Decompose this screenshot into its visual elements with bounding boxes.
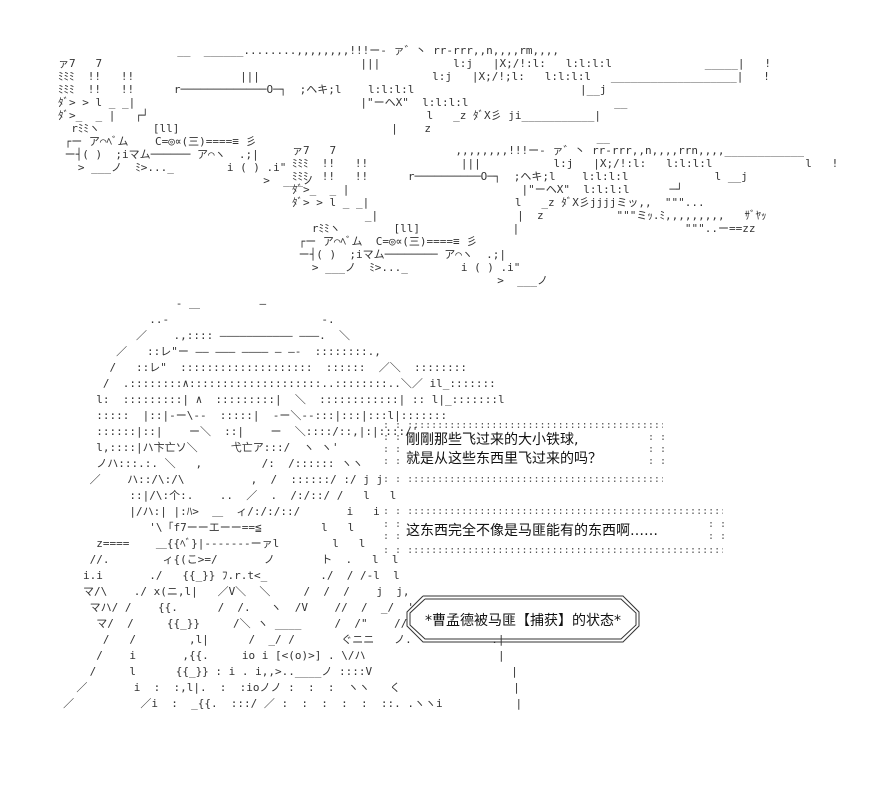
speech-bubble-dotted-border-top: : : ::::::::::::::::::::::::::::::::::::… [383, 420, 663, 431]
dialogue-line-1: 剛剛那些飞过来的大小铁球, [406, 432, 579, 448]
ascii-art-figure: ‐ ＿ ― ..‐ ‐. ／ .,:::: ――――――――――― ―――. ＼… [63, 297, 523, 710]
speech-bubble-2-dotted-border-left: : : : : [383, 519, 402, 542]
speech-bubble-dotted-border-left: : : : : : : [383, 432, 402, 467]
caption-text: *曹孟德被马匪【捕获】的状态* [425, 613, 621, 629]
caption-box: *曹孟德被马匪【捕获】的状态* [405, 594, 641, 644]
speech-bubble-2-dotted-border-right: : : : : [708, 519, 727, 542]
speech-bubble-2-dotted-border-bottom: : : ::::::::::::::::::::::::::::::::::::… [383, 545, 723, 556]
dialogue-line-3: 这东西完全不像是马匪能有的东西啊…… [406, 523, 658, 539]
speech-bubble-dotted-border-right: : : : : : : [648, 432, 667, 467]
speech-bubble-dotted-border-bottom: : : ::::::::::::::::::::::::::::::::::::… [383, 474, 663, 485]
ascii-art-tank-front: __ ______........,,,,,,,,!!!ー- ァ゛丶 rr-rr… [58, 44, 771, 187]
caption-frame [406, 595, 640, 643]
dialogue-line-2: 就是从这些东西里飞过来的吗？ [406, 451, 602, 467]
speech-bubble-2-dotted-border-top: : : ::::::::::::::::::::::::::::::::::::… [383, 506, 723, 517]
ascii-art-tank-rear: __ ァ7 7 ,,,,,,,,!!!ー- ァ゛丶 rr-rrr,,n,,,,r… [292, 131, 839, 287]
